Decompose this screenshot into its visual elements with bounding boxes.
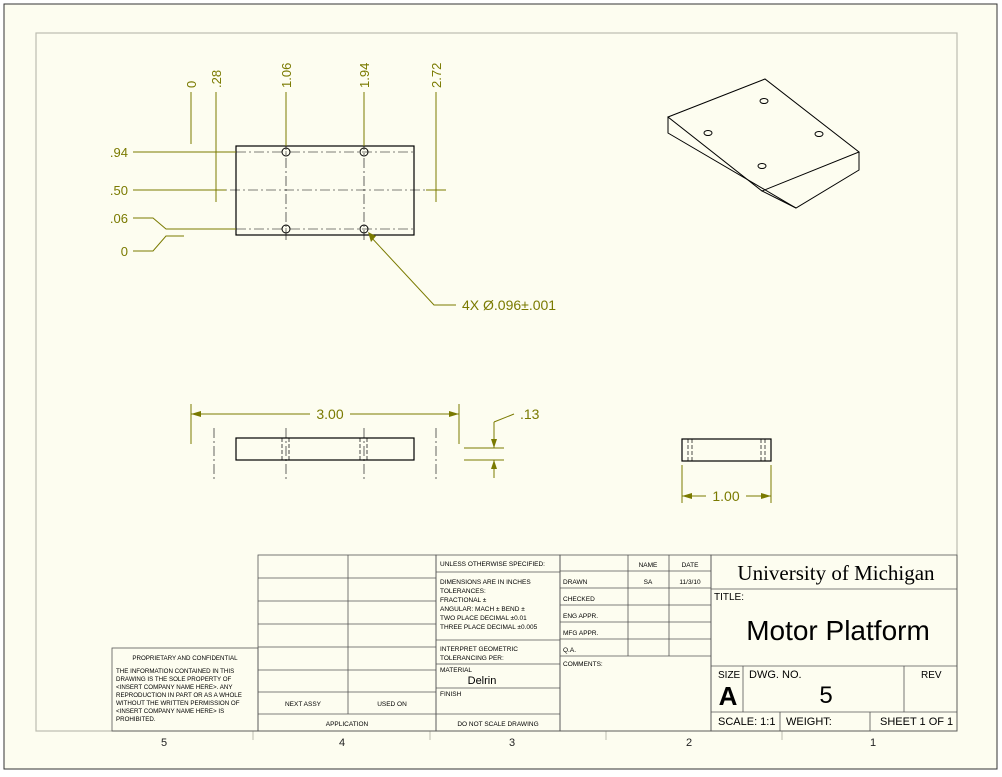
hole (281, 147, 291, 157)
zone-ticks (252, 731, 783, 740)
tolerance-line: THREE PLACE DECIMAL ±0.005 (440, 624, 538, 631)
hole-callout: 4X Ø.096±.001 (462, 297, 556, 313)
tolerance-line: DIMENSIONS ARE IN INCHES (440, 579, 531, 586)
proprietary-heading: PROPRIETARY AND CONFIDENTIAL (132, 655, 238, 662)
iso-hole (757, 163, 767, 169)
y-ordinate: .94 (110, 145, 128, 160)
paper (3, 3, 998, 770)
y-ordinate-labels: .94 .50 .06 0 (110, 145, 128, 259)
company-name: University of Michigan (737, 561, 935, 585)
proprietary-line: WITHOUT THE WRITTEN PERMISSION OF (116, 700, 240, 707)
dwg-no-value: 5 (819, 682, 832, 709)
x-ordinate: .28 (209, 70, 224, 88)
weight-label: WEIGHT: (786, 716, 832, 728)
interpret-line: INTERPRET GEOMETRIC (440, 646, 518, 653)
unless-specified: UNLESS OTHERWISE SPECIFIED: (440, 561, 545, 568)
proprietary-line: PROHIBITED. (116, 716, 156, 723)
proprietary-line: <INSERT COMPANY NAME HERE>. ANY (116, 684, 232, 691)
tolerance-line: FRACTIONAL ± (440, 597, 487, 604)
drawing-title: Motor Platform (746, 615, 930, 646)
row-label-mfg-appr: MFG APPR. (563, 630, 599, 637)
drawn-name: SA (644, 579, 653, 586)
zone-label: 1 (870, 737, 876, 749)
row-label-qa: Q.A. (563, 647, 576, 654)
x-ordinate: 1.94 (357, 63, 372, 88)
do-not-scale: DO NOT SCALE DRAWING (457, 721, 538, 728)
hole-callout-leader (369, 235, 456, 306)
proprietary-line: THE INFORMATION CONTAINED IN THIS (116, 668, 234, 675)
next-assy-label: NEXT ASSY (285, 701, 322, 708)
front-view-outline (235, 437, 415, 461)
application-label: APPLICATION (326, 721, 369, 728)
zone-label: 4 (339, 737, 345, 749)
material-value: Delrin (468, 675, 497, 687)
row-label-checked: CHECKED (563, 596, 595, 603)
title-block (111, 554, 958, 732)
zone-labels: 5 4 3 2 1 (161, 737, 876, 749)
thickness-dimension: .13 (520, 406, 540, 422)
proprietary-line: <INSERT COMPANY NAME HERE> IS (116, 708, 224, 715)
side-view-outline (681, 438, 772, 462)
iso-hole (814, 131, 824, 137)
length-dimension: 3.00 (316, 406, 343, 422)
title-label: TITLE: (714, 592, 744, 603)
isometric-view (667, 78, 860, 209)
y-ordinate: 0 (121, 244, 128, 259)
x-ordinate: 0 (184, 81, 199, 88)
hole (359, 224, 369, 234)
top-view: 0 .28 1.06 1.94 2.72 .94 .50 .06 0 4X Ø.… (110, 63, 556, 313)
material-label: MATERIAL (440, 667, 472, 674)
top-view-outline (235, 145, 415, 236)
comments-label: COMMENTS: (563, 661, 603, 668)
tolerance-line: TWO PLACE DECIMAL ±0.01 (440, 615, 527, 622)
y-ordinate: .50 (110, 183, 128, 198)
interpret-line: TOLERANCING PER: (440, 655, 504, 662)
tolerance-line: ANGULAR: MACH ± BEND ± (440, 606, 525, 613)
dwg-no-label: DWG. NO. (749, 669, 802, 681)
side-view: 1.00 (681, 438, 772, 504)
y-ordinate: .06 (110, 211, 128, 226)
iso-hole (703, 130, 713, 136)
zone-label: 5 (161, 737, 167, 749)
x-ordinate: 2.72 (429, 63, 444, 88)
proprietary-notice: PROPRIETARY AND CONFIDENTIAL THE INFORMA… (116, 655, 242, 723)
iso-hole (759, 98, 769, 104)
width-dimension: 1.00 (712, 488, 739, 504)
x-ordinate-labels: 0 .28 1.06 1.94 2.72 (184, 63, 444, 88)
tolerance-line: TOLERANCES: (440, 588, 486, 595)
drawn-date: 11/3/10 (679, 579, 701, 586)
hole (281, 224, 291, 234)
used-on-label: USED ON (377, 701, 407, 708)
date-header: DATE (682, 562, 700, 569)
sheet-label: SHEET 1 OF 1 (880, 716, 953, 728)
size-value: A (719, 681, 738, 711)
x-ordinate: 1.06 (279, 63, 294, 88)
zone-label: 2 (686, 737, 692, 749)
hole (359, 147, 369, 157)
front-view: 3.00 .13 (190, 404, 540, 482)
row-label-eng-appr: ENG APPR. (563, 613, 598, 620)
proprietary-line: REPRODUCTION IN PART OR AS A WHOLE (116, 692, 242, 699)
scale-label: SCALE: 1:1 (718, 716, 775, 728)
zone-label: 3 (509, 737, 515, 749)
rev-label: REV (921, 670, 942, 681)
top-view-holes (281, 147, 369, 234)
size-label: SIZE (718, 670, 741, 681)
name-header: NAME (639, 562, 658, 569)
row-label-drawn: DRAWN (563, 579, 588, 586)
finish-label: FINISH (440, 691, 462, 698)
proprietary-line: DRAWING IS THE SOLE PROPERTY OF (116, 676, 232, 683)
